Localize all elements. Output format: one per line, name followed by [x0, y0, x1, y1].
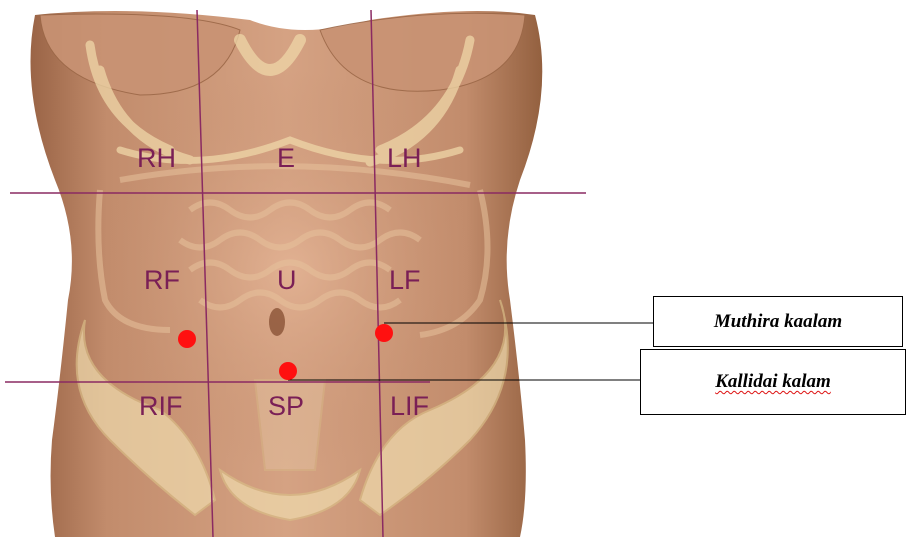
marker-suprapubic	[279, 362, 297, 380]
region-label-sp: SP	[268, 391, 304, 421]
region-label-lf: LF	[389, 265, 421, 295]
marker-right-iliac	[178, 330, 196, 348]
callout-kallidai-label: Kallidai kalam	[715, 371, 831, 393]
navel	[269, 308, 285, 336]
callout-kallidai-kalam: Kallidai kalam	[640, 349, 906, 415]
region-label-lh: LH	[387, 143, 422, 173]
region-label-rif: RIF	[139, 391, 183, 421]
region-label-u: U	[277, 265, 297, 295]
region-label-e: E	[277, 143, 295, 173]
region-label-rf: RF	[144, 265, 180, 295]
region-label-rh: RH	[137, 143, 176, 173]
marker-left-iliac	[375, 324, 393, 342]
callout-muthira-kaalam: Muthira kaalam	[653, 296, 903, 347]
region-label-lif: LIF	[390, 391, 429, 421]
callout-muthira-label: Muthira kaalam	[714, 311, 842, 333]
